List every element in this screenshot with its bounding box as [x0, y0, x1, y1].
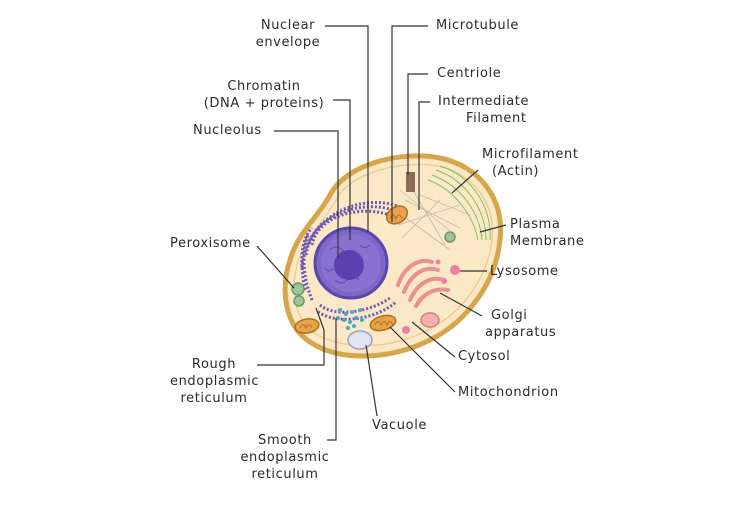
label-mitochondrion: Mitochondrion [458, 385, 559, 400]
label-lysosome: Lysosome [490, 264, 559, 279]
rough-er [300, 201, 407, 321]
leader-lines [256, 25, 507, 441]
nucleolus [334, 250, 364, 280]
label-centriole: Centriole [437, 66, 502, 81]
label-vacuole: Vacuole [372, 418, 428, 433]
golgi [396, 259, 450, 308]
label-golgi-apparatus: Golgi apparatus [485, 308, 557, 340]
ribosomes [336, 308, 364, 330]
label-cytosol: Cytosol [458, 349, 511, 364]
lysosome [450, 265, 460, 275]
label-plasma-membrane: Plasma Membrane [510, 217, 585, 249]
label-intermediate-filament: Intermediate Filament [438, 94, 530, 126]
centriole [406, 172, 415, 192]
label-microtubule: Microtubule [436, 18, 520, 33]
peroxisome [291, 282, 305, 296]
label-microfilament: Microfilament (Actin) [482, 147, 579, 179]
label-peroxisome: Peroxisome [170, 236, 251, 251]
vacuole [347, 330, 373, 350]
label-chromatin: Chromatin(DNA + proteins) [203, 79, 325, 111]
label-nucleolus: Nucleolus [193, 123, 262, 138]
